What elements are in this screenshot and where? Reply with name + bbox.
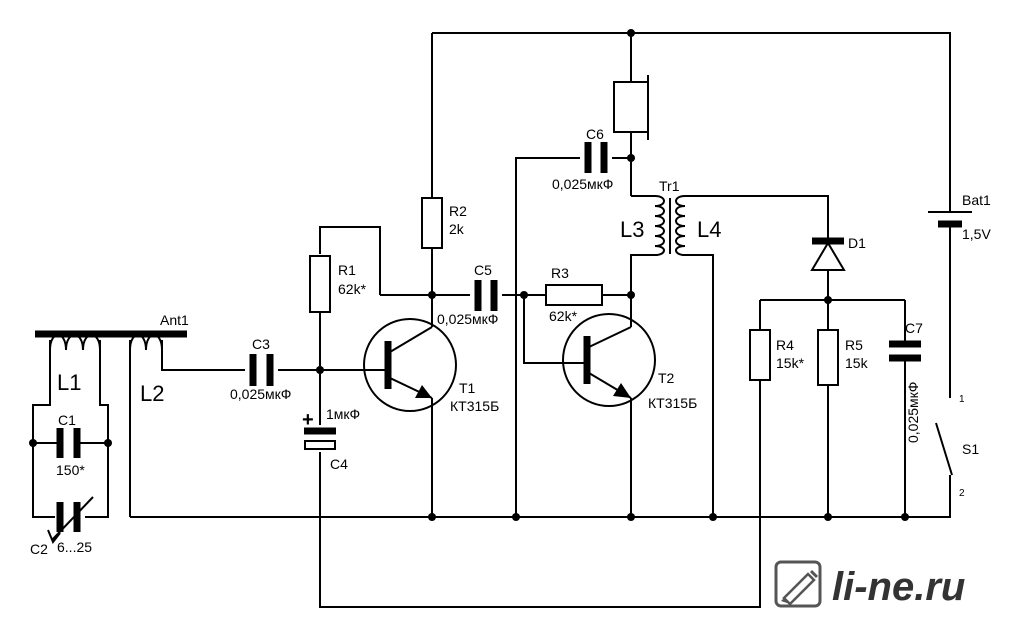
r3-value: 62k* bbox=[549, 308, 578, 324]
capacitor-c4: + 1мкФ C4 bbox=[302, 406, 360, 472]
resistor-r1: R1 62k* bbox=[309, 255, 367, 313]
c7-name: C7 bbox=[905, 320, 923, 336]
watermark-logo: li-ne.ru bbox=[774, 560, 965, 609]
l4-label: L4 bbox=[697, 217, 721, 242]
resistor-r3: R3 62k* bbox=[545, 265, 603, 324]
wires bbox=[32, 32, 951, 608]
resistor-r5: R5 15k bbox=[817, 329, 869, 386]
c4-name: C4 bbox=[330, 456, 348, 472]
transistor-t2: T2 КТ315Б bbox=[562, 313, 697, 411]
l2-label: L2 bbox=[140, 381, 164, 406]
s1-pin2: 2 bbox=[959, 488, 965, 499]
t1-value: КТ315Б bbox=[450, 398, 499, 414]
r5-value: 15k bbox=[845, 355, 869, 371]
c6-value: 0,025мкФ bbox=[552, 176, 613, 192]
t2-name: T2 bbox=[658, 370, 675, 386]
c3-value: 0,025мкФ bbox=[230, 386, 291, 402]
coil-l2: L2 bbox=[129, 334, 164, 406]
t2-value: КТ315Б bbox=[648, 395, 697, 411]
junction-dots bbox=[29, 29, 909, 521]
r4-name: R4 bbox=[776, 337, 794, 353]
r1-value: 62k* bbox=[338, 281, 367, 297]
resistor-r2: R2 2k bbox=[421, 197, 467, 249]
switch-s1: S1 1 2 bbox=[935, 394, 979, 499]
s1-pin1: 1 bbox=[959, 394, 965, 405]
c1-name: C1 bbox=[58, 412, 76, 428]
c1-value: 150* bbox=[56, 462, 85, 478]
capacitor-c3: C3 0,025мкФ bbox=[230, 336, 291, 402]
c2-name: C2 bbox=[30, 541, 48, 557]
tr1-name: Tr1 bbox=[659, 178, 680, 194]
c2-value: 6...25 bbox=[57, 539, 92, 555]
r2-name: R2 bbox=[449, 203, 467, 219]
ant1-label: Ant1 bbox=[160, 312, 189, 328]
c4-polarity: + bbox=[302, 409, 314, 431]
c5-value: 0,025мкФ bbox=[437, 311, 498, 327]
c7-value: 0,025мкФ bbox=[905, 382, 921, 443]
r4-value: 15k* bbox=[776, 355, 805, 371]
capacitor-c5: C5 0,025мкФ bbox=[437, 262, 498, 327]
t1-name: T1 bbox=[459, 380, 476, 396]
pencil-ruler-icon bbox=[774, 560, 822, 608]
antenna-ant1: Ant1 bbox=[35, 312, 189, 338]
d1-name: D1 bbox=[848, 235, 866, 251]
resistor-r4: R4 15k* bbox=[749, 329, 805, 381]
bat1-name: Bat1 bbox=[962, 192, 991, 208]
coil-l1: L1 bbox=[49, 334, 101, 395]
r3-name: R3 bbox=[551, 265, 569, 281]
c4-value: 1мкФ bbox=[326, 406, 360, 422]
r2-value: 2k bbox=[449, 221, 465, 237]
transistor-t1: T1 КТ315Б bbox=[363, 318, 499, 414]
c6-name: C6 bbox=[586, 126, 604, 142]
l1-label: L1 bbox=[57, 370, 81, 395]
transformer-tr1: Tr1 L3 L4 bbox=[620, 178, 721, 256]
battery-bat1: Bat1 1,5V bbox=[928, 192, 991, 242]
trimmer-capacitor-c2: C2 6...25 bbox=[30, 496, 94, 557]
capacitor-c6: C6 0,025мкФ bbox=[552, 126, 613, 192]
l3-label: L3 bbox=[620, 217, 644, 242]
diode-d1: D1 bbox=[810, 235, 866, 271]
bat1-value: 1,5V bbox=[962, 226, 991, 242]
speaker-icon bbox=[613, 75, 649, 140]
c3-name: C3 bbox=[252, 336, 270, 352]
watermark-text: li-ne.ru bbox=[832, 565, 965, 609]
capacitor-c1: C1 150* bbox=[56, 412, 85, 478]
r5-name: R5 bbox=[845, 337, 863, 353]
c5-name: C5 bbox=[474, 262, 492, 278]
s1-name: S1 bbox=[962, 441, 979, 457]
r1-name: R1 bbox=[338, 262, 356, 278]
capacitor-c7: C7 0,025мкФ bbox=[889, 320, 923, 443]
